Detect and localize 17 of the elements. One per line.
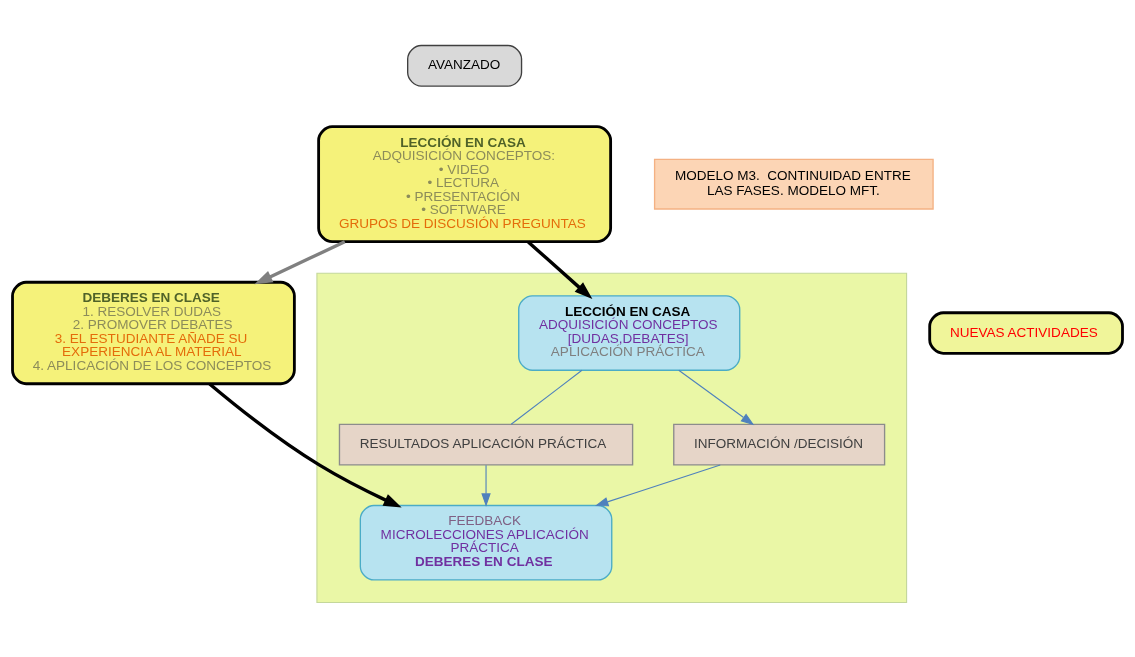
connector — [510, 369, 583, 425]
arrow — [678, 369, 755, 426]
node-box: NUEVAS ACTIVIDADES — [928, 311, 1124, 355]
arrow — [254, 240, 346, 285]
node-box: MODELO M3. CONTINUIDAD ENTRE LAS FASES. MODELO MFT. — [653, 158, 934, 210]
node-box: FEEDBACK MICROLECCIONES APLICACIÓN PRÁCTICA DEBERES EN CLASE — [359, 504, 613, 581]
arrow — [594, 464, 721, 507]
node-box: LECCIÓN EN CASA ADQUISICIÓN CONCEPTOS: • VIDEO • LECTURA • PRESENTACIÓN • SOFTWARE GRUPOS DE DISCUSIÓN PREGUNTAS — [317, 125, 613, 244]
node-box: DEBERES EN CLASE 1. RESOLVER DUDAS 2. PROMOVER DEBATES 3. EL ESTUDIANTE AÑADE SU EXPERIENCIA AL MATERIAL 4. APLICACIÓN DE LOS CONCEPTOS — [11, 280, 296, 386]
arrow — [481, 464, 491, 507]
node-box: AVANZADO — [407, 44, 523, 87]
arrow — [208, 382, 402, 508]
node-box: RESULTADOS APLICACIÓN PRÁCTICA — [338, 423, 634, 466]
node-box: INFORMACIÓN /DECISIÓN — [673, 423, 886, 466]
arrow — [527, 240, 593, 300]
node-box: LECCIÓN EN CASA ADQUISICIÓN CONCEPTOS [DUDAS,DEBATES] APLICACIÓN PRÁCTICA — [518, 295, 741, 371]
cluster — [316, 272, 908, 604]
